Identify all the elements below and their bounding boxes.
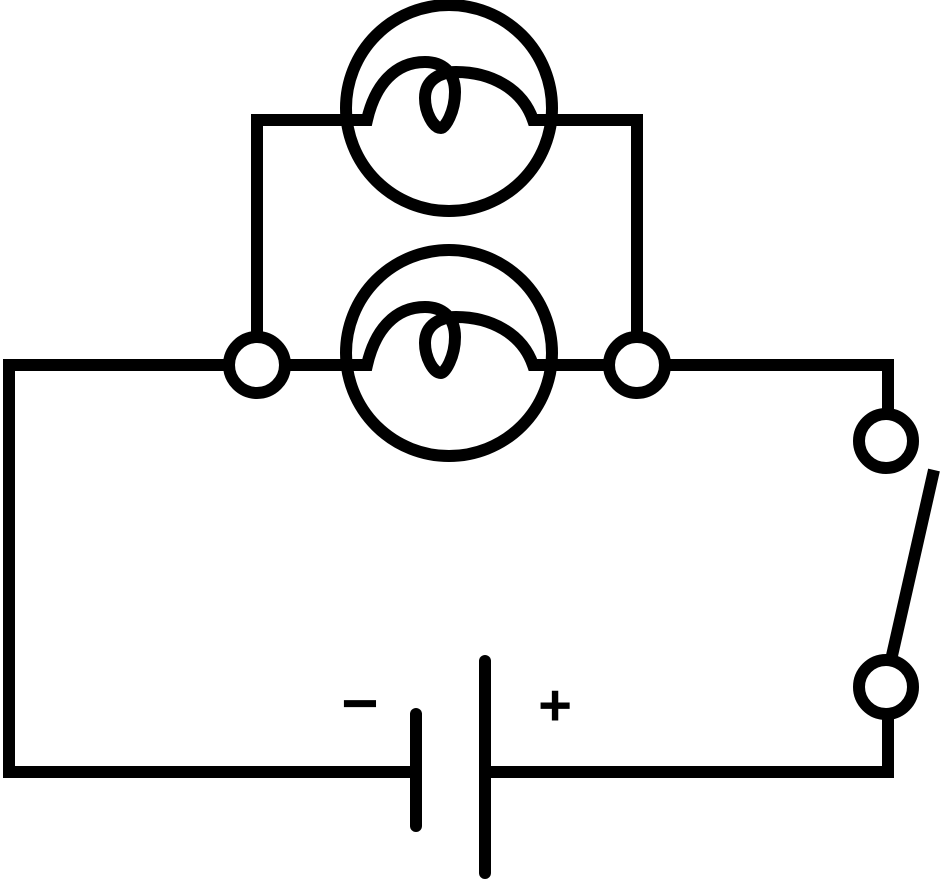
wire-top-right xyxy=(668,359,894,414)
switch-terminal-upper xyxy=(853,408,919,474)
junction-right xyxy=(603,331,671,399)
lamp-lower-filament xyxy=(345,300,553,380)
lamp-upper-filament xyxy=(345,55,553,135)
lamp-upper xyxy=(340,0,558,217)
wire-left-loop xyxy=(3,359,414,778)
battery-negative-label: − xyxy=(341,667,378,739)
switch xyxy=(853,408,940,720)
wire-branch-left xyxy=(251,114,345,337)
switch-blade xyxy=(885,468,940,662)
main-wiring xyxy=(3,359,894,778)
junction-left xyxy=(223,331,291,399)
battery-positive-label: + xyxy=(538,673,572,738)
parallel-branch xyxy=(251,114,643,337)
switch-terminal-lower xyxy=(853,654,919,720)
wire-bottom-right xyxy=(484,714,894,778)
lamp-lower xyxy=(340,244,558,462)
wire-branch-right xyxy=(553,114,643,337)
lamp-upper-bulb xyxy=(340,0,558,217)
lamp-lower-bulb xyxy=(340,244,558,462)
battery: − + xyxy=(341,655,572,879)
